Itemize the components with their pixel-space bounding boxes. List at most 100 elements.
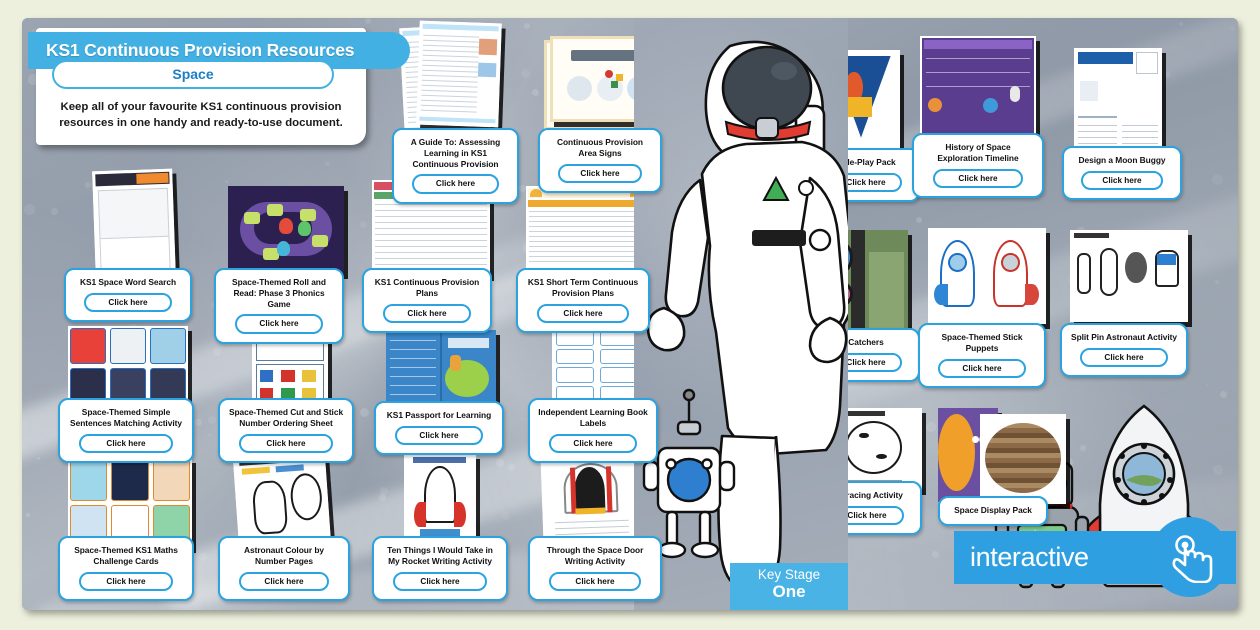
- resource-card[interactable]: Space Display Pack: [938, 496, 1048, 526]
- click-here-button[interactable]: Click here: [536, 303, 630, 323]
- card-title: Space-Themed KS1 Maths Challenge Cards: [74, 545, 178, 566]
- click-here-button[interactable]: Click here: [234, 314, 324, 334]
- key-stage-badge: Key Stage One: [730, 562, 848, 610]
- card-label-box: A Guide To: Assessing Learning in KS1 Co…: [392, 128, 519, 204]
- click-here-button[interactable]: Click here: [382, 303, 472, 323]
- click-here-button[interactable]: Click here: [394, 425, 484, 446]
- card-title: Space Display Pack: [954, 505, 1032, 515]
- card-thumbnail: [416, 20, 502, 128]
- click-here-button[interactable]: Click here: [79, 571, 173, 591]
- click-here-button[interactable]: Click here: [1080, 347, 1168, 368]
- click-here-button[interactable]: Click here: [84, 292, 172, 313]
- click-here-button[interactable]: Click here: [932, 168, 1024, 188]
- card-title: Role-Play Pack: [836, 157, 896, 167]
- click-here-button[interactable]: Click here: [557, 163, 643, 183]
- click-here-button[interactable]: Click here: [79, 433, 173, 453]
- resource-card[interactable]: Ten Things I Would Take in My Rocket Wri…: [372, 536, 508, 601]
- card-thumbnail: [920, 36, 1036, 136]
- header-panel: KS1 Continuous Provision Resources Space…: [28, 28, 410, 146]
- card-thumbnail: [526, 186, 646, 272]
- card-title: KS1 Continuous Provision Plans: [374, 277, 480, 298]
- click-here-button[interactable]: Click here: [938, 358, 1026, 378]
- card-title: A Guide To: Assessing Learning in KS1 Co…: [410, 137, 501, 169]
- card-thumbnail: [980, 414, 1066, 504]
- card-thumbnail: [228, 186, 344, 274]
- card-title: Split Pin Astronaut Activity: [1071, 332, 1177, 342]
- click-here-button[interactable]: Click here: [548, 433, 638, 453]
- card-title: Space-Themed Roll and Read: Phase 3 Phon…: [232, 277, 326, 309]
- card-title: History of Space Exploration Timeline: [937, 142, 1019, 163]
- card-title: Astronaut Colour by Number Pages: [243, 545, 324, 566]
- card-label-box: KS1 Short Term Continuous Provision Plan…: [516, 268, 650, 333]
- resource-card[interactable]: Space-Themed Roll and Read: Phase 3 Phon…: [214, 268, 344, 344]
- key-stage-line-2: One: [772, 582, 806, 602]
- resource-card[interactable]: Space-Themed Cut and Stick Number Orderi…: [218, 398, 354, 463]
- interactive-label: interactive: [970, 542, 1089, 572]
- card-title: rn Tracing Activity: [831, 490, 903, 500]
- card-label-box: Space-Themed Roll and Read: Phase 3 Phon…: [214, 268, 344, 344]
- click-here-button[interactable]: Click here: [412, 174, 499, 194]
- card-thumbnail: [404, 454, 476, 550]
- card-title: Space-Themed Simple Sentences Matching A…: [70, 407, 182, 428]
- click-here-button[interactable]: Click here: [1081, 170, 1163, 191]
- card-title: KS1 Short Term Continuous Provision Plan…: [527, 277, 639, 298]
- card-thumbnail: [92, 168, 176, 280]
- click-here-button[interactable]: Click here: [830, 352, 902, 373]
- card-label-box: Space-Themed Cut and Stick Number Orderi…: [218, 398, 354, 463]
- card-label-box: Space-Themed Simple Sentences Matching A…: [58, 398, 194, 463]
- card-label-box: Ten Things I Would Take in My Rocket Wri…: [372, 536, 508, 601]
- astronaut-panel: Key Stage One: [634, 18, 848, 610]
- card-title: Space-Themed Stick Puppets: [941, 332, 1023, 353]
- subtitle-pill: Space: [52, 60, 334, 89]
- card-thumbnail: [1070, 230, 1188, 322]
- card-thumbnail: [552, 318, 644, 408]
- key-stage-line-1: Key Stage: [757, 566, 821, 582]
- card-thumbnail: [928, 228, 1046, 324]
- resource-board: KS1 Continuous Provision Resources Space…: [22, 18, 1238, 610]
- card-title: Design a Moon Buggy: [1078, 155, 1166, 165]
- click-here-button[interactable]: Click here: [393, 571, 487, 591]
- card-thumbnail: [386, 330, 496, 412]
- card-thumbnail: [68, 458, 192, 548]
- card-thumbnail: [68, 326, 188, 406]
- card-title: Space-Themed Cut and Stick Number Orderi…: [228, 407, 344, 428]
- card-title: Catchers: [848, 337, 884, 347]
- click-here-button[interactable]: Click here: [548, 571, 642, 591]
- click-here-button[interactable]: Click here: [238, 571, 330, 591]
- card-thumbnail: [822, 50, 900, 152]
- card-thumbnail: [540, 448, 642, 548]
- resource-card[interactable]: KS1 Short Term Continuous Provision Plan…: [516, 268, 650, 333]
- click-here-button[interactable]: Click here: [239, 433, 333, 453]
- touch-pointer-icon: [1150, 517, 1230, 597]
- card-thumbnail: [1074, 48, 1162, 158]
- card-title: Independent Learning Book Labels: [538, 407, 648, 428]
- click-here-button[interactable]: Click here: [830, 172, 902, 193]
- resource-card[interactable]: Space-Themed Simple Sentences Matching A…: [58, 398, 194, 463]
- resource-card[interactable]: A Guide To: Assessing Learning in KS1 Co…: [392, 128, 519, 204]
- card-title: KS1 Passport for Learning: [386, 410, 492, 420]
